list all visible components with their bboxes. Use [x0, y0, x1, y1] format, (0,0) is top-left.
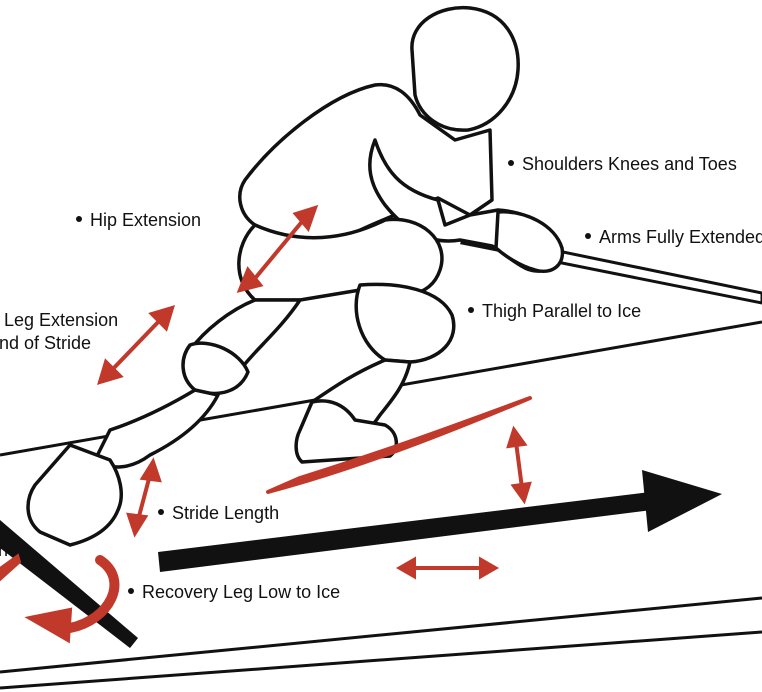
label-shoulders-knees-toes: Shoulders Knees and Toes — [508, 155, 737, 173]
helmet-head — [410, 5, 520, 132]
bullet-dot — [585, 233, 591, 240]
stride-length-arrow — [136, 473, 152, 522]
back-knee — [181, 341, 250, 396]
label-thigh-parallel: Thigh Parallel to Ice — [468, 302, 641, 320]
recovery-curve-arrow — [65, 555, 120, 633]
leg-extension-arrow — [108, 316, 164, 374]
front-blade-curve — [266, 396, 532, 494]
label-text: Hip Extension — [90, 210, 202, 230]
glove — [494, 210, 565, 273]
label-text: Arms Fully Extended — [599, 227, 762, 247]
label-hip-extension: Hip Extension — [76, 211, 201, 229]
label-cut-edge: on — [0, 541, 8, 559]
label-leg-extension-line1: Full Leg Extension — [0, 311, 118, 329]
back-shin — [93, 388, 220, 469]
direction-arrow — [158, 470, 722, 572]
front-thigh — [354, 282, 456, 364]
bullet-dot — [508, 160, 514, 167]
label-text: Shoulders Knees and Toes — [522, 154, 737, 174]
bullet-dot — [128, 588, 134, 595]
blade-lift-arrow — [514, 440, 524, 490]
label-recovery-leg: Recovery Leg Low to Ice — [128, 583, 340, 601]
front-skate-boot — [294, 399, 398, 464]
label-text: Full Leg Extension — [0, 310, 119, 330]
label-leg-extension-line2: End of Stride — [0, 334, 91, 352]
back-skate-boot — [26, 443, 123, 547]
label-text: on — [0, 540, 9, 560]
bullet-dot — [468, 307, 474, 314]
hip-extension-arrow — [250, 216, 307, 284]
label-text: Recovery Leg Low to Ice — [142, 582, 341, 602]
label-arms-extended: Arms Fully Extended — [585, 228, 762, 246]
bullet-dot — [76, 216, 82, 223]
edge-push-mark — [0, 553, 22, 582]
red-arrows — [0, 204, 532, 644]
label-text: Stride Length — [172, 503, 280, 523]
label-stride-length: Stride Length — [158, 504, 279, 522]
player-figure — [26, 5, 565, 547]
bullet-dot — [158, 509, 164, 516]
label-text: End of Stride — [0, 333, 92, 353]
label-text: Thigh Parallel to Ice — [482, 301, 642, 321]
